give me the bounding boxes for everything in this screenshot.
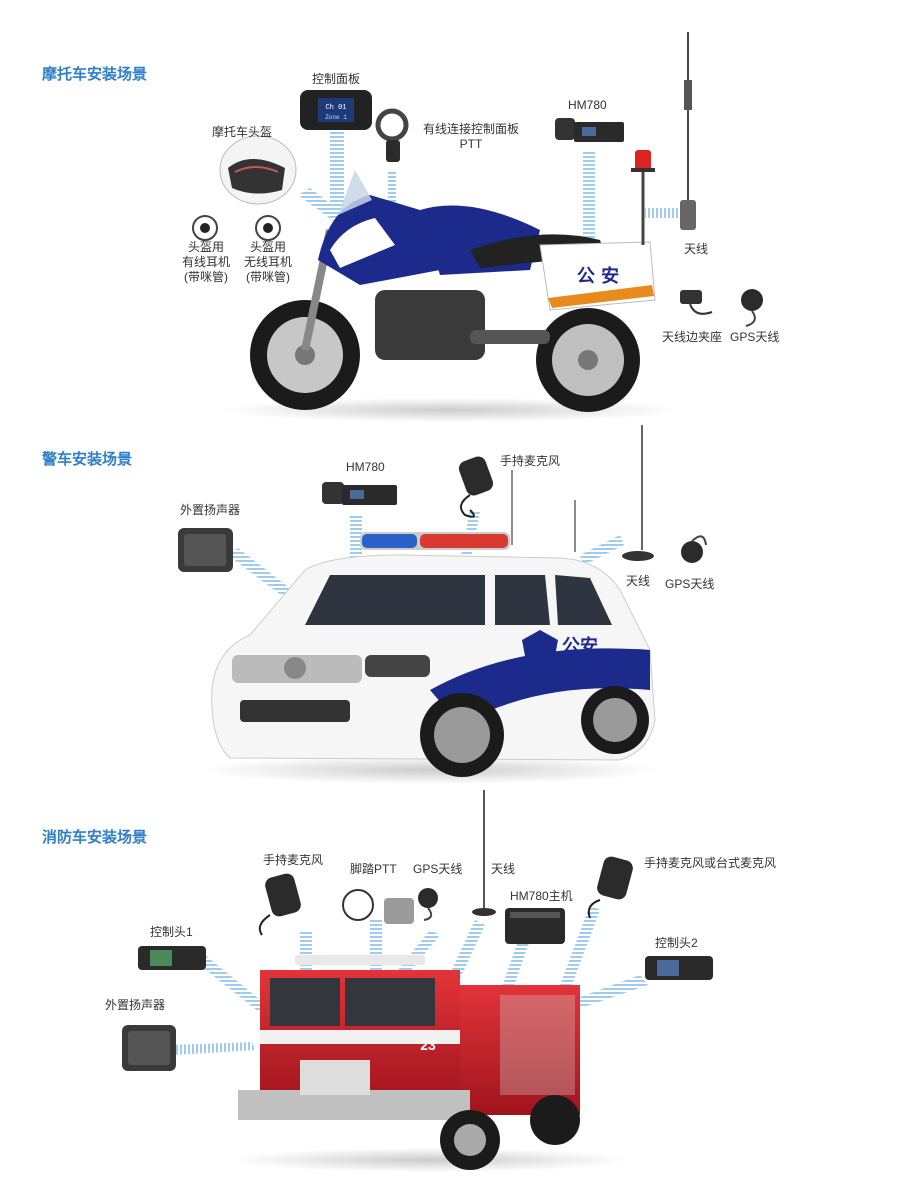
wireless-earphone-label: 头盔用 无线耳机 (带咪管) — [242, 240, 294, 285]
motorcycle-whip-antenna — [680, 32, 696, 230]
motorcycle-gps-antenna-label: GPS天线 — [730, 330, 780, 344]
wireless-earphone-label-line3: (带咪管) — [246, 270, 290, 284]
police-car-section-title: 警车安装场景 — [42, 451, 133, 468]
hm780-radio-motorcycle — [555, 118, 624, 142]
fire-truck-external-speaker-label: 外置扬声器 — [105, 998, 166, 1012]
foot-ptt-device — [342, 889, 414, 924]
wired-earphone-label-line3: (带咪管) — [184, 270, 228, 284]
motorcycle-body-text: 公 安 — [577, 265, 619, 287]
external-speaker-fire-truck — [122, 1025, 176, 1071]
hm780-motorcycle-label: HM780 — [568, 98, 607, 112]
control-panel-screen-zone: Zone 1 — [325, 114, 347, 121]
hm780-host-label: HM780主机 — [510, 889, 573, 903]
police-car-body-text: 公安 — [562, 635, 598, 657]
police-car-antennas — [511, 425, 654, 561]
handlebar-ptt-device — [375, 108, 409, 162]
handheld-mic-police-car — [458, 456, 494, 518]
control-head-2-device — [645, 956, 713, 980]
control-head-1-label: 控制头1 — [150, 925, 193, 939]
helmet-label: 摩托车头盔 — [212, 125, 273, 139]
wireless-earphone-label-line2: 无线耳机 — [243, 255, 292, 269]
foot-ptt-label: 脚踏PTT — [350, 862, 397, 876]
control-head-2-label: 控制头2 — [655, 936, 698, 950]
mic-or-desk-mic-label: 手持麦克风或台式麦克风 — [644, 856, 777, 870]
fire-truck-handheld-mic-label: 手持麦克风 — [263, 853, 324, 867]
motorcycle-connector-lines — [298, 130, 680, 245]
control-panel-device: Ch 01 Zone 1 — [300, 90, 372, 130]
handheld-mic-fire-truck-right — [587, 856, 633, 919]
gps-antenna-motorcycle-image — [741, 289, 763, 327]
police-car-gps-antenna-label: GPS天线 — [665, 577, 715, 591]
antenna-clamp-label: 天线边夹座 — [662, 330, 723, 344]
hm780-host-device — [505, 908, 565, 944]
wireless-earphone-image — [255, 215, 281, 241]
fire-truck-image: 23 — [230, 955, 630, 1172]
control-panel-label: 控制面板 — [312, 72, 361, 86]
external-speaker-police-car — [178, 528, 233, 572]
helmet-image — [219, 135, 297, 205]
gps-antenna-fire-truck-image — [418, 888, 438, 921]
antenna-clamp-image — [680, 290, 713, 315]
motorcycle-antenna-label: 天线 — [684, 242, 709, 256]
police-car-handheld-mic-label: 手持麦克风 — [500, 454, 561, 468]
wired-earphone-image — [192, 215, 218, 241]
gps-antenna-police-car-image — [681, 535, 707, 563]
wireless-earphone-label-line1: 头盔用 — [249, 240, 286, 254]
wired-earphone-label-line2: 有线耳机 — [181, 255, 230, 269]
fire-truck-section-title: 消防车安装场景 — [42, 829, 148, 846]
wired-ptt-label-line2: PTT — [459, 137, 483, 151]
fire-truck-whip-antenna — [472, 790, 496, 916]
wired-ptt-label-line1: 有线连接控制面板 — [422, 122, 519, 136]
wired-earphone-label: 头盔用 有线耳机 (带咪管) — [180, 240, 232, 285]
police-car-antenna-label: 天线 — [626, 574, 651, 588]
wired-earphone-label-line1: 头盔用 — [187, 240, 224, 254]
police-motorcycle-image: 公 安 — [220, 150, 680, 422]
fire-truck-gps-antenna-label: GPS天线 — [413, 862, 463, 876]
control-panel-screen-channel: Ch 01 — [325, 104, 346, 112]
fire-truck-antenna-label: 天线 — [491, 862, 516, 876]
hm780-police-car-label: HM780 — [346, 460, 385, 474]
police-car-external-speaker-label: 外置扬声器 — [180, 503, 241, 517]
hm780-radio-police-car — [322, 482, 397, 505]
police-suv-image: 公安 — [200, 532, 660, 784]
fire-truck-unit-number: 23 — [420, 1037, 436, 1053]
wired-ptt-label: 有线连接控制面板 PTT — [416, 122, 526, 152]
motorcycle-section-title: 摩托车安装场景 — [42, 66, 148, 83]
handheld-mic-fire-truck-left — [258, 873, 301, 936]
control-head-1-device — [138, 946, 206, 970]
